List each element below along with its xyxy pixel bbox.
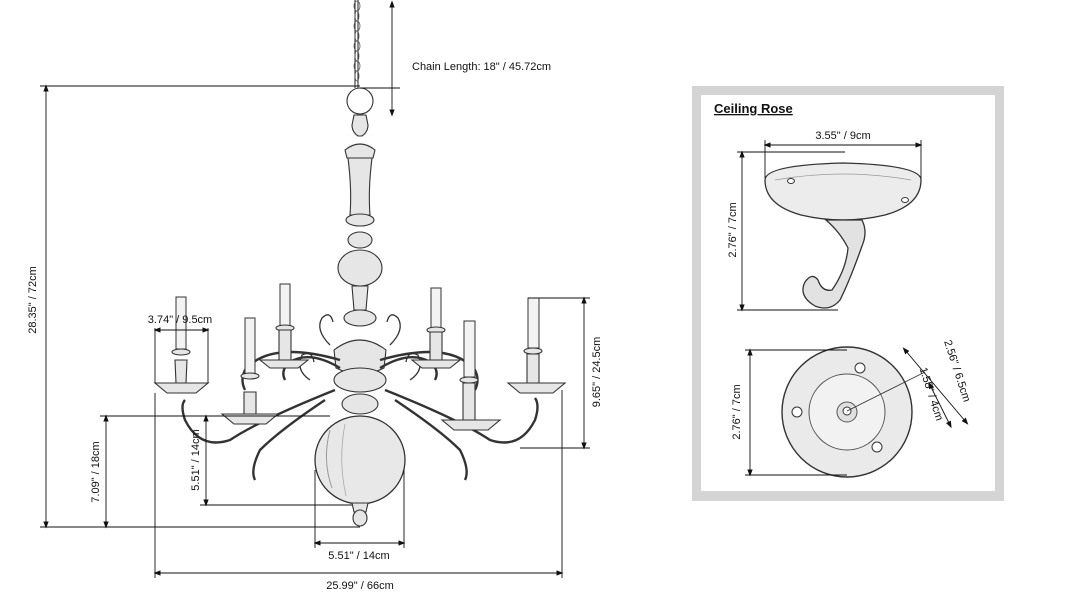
chain-length-label: Chain Length: 18" / 45.72cm <box>412 61 551 73</box>
chain <box>346 0 374 115</box>
arm-height-label: 9.65" / 24.5cm <box>591 337 603 408</box>
chandelier-illustration <box>153 0 567 527</box>
ball-height-label: 5.51" / 14cm <box>190 429 202 490</box>
plate-diameter-label: 2.76" / 7cm <box>731 384 743 439</box>
rose-height-label: 2.76" / 7cm <box>727 202 739 257</box>
stem <box>333 114 387 415</box>
ball-width-label: 5.51" / 14cm <box>328 550 389 562</box>
ceiling-rose-panel: Ceiling Rose <box>692 86 1004 501</box>
ceiling-rose-dimension-lines <box>737 140 969 477</box>
ball-finial <box>314 415 406 527</box>
ceiling-rose-top-view <box>781 346 926 478</box>
candle-cup-label: 3.74" / 9.5cm <box>148 314 212 326</box>
ceiling-rose-side-view <box>764 162 922 309</box>
lower-height-label: 7.09" / 18cm <box>90 441 102 502</box>
chandelier-dimension-lines <box>40 0 590 578</box>
total-height-label: 28.35" / 72cm <box>27 266 39 334</box>
chandelier-labels: Chain Length: 18" / 45.72cm 28.35" / 72c… <box>27 61 603 592</box>
ceiling-rose-title: Ceiling Rose <box>714 101 793 116</box>
candle-holders <box>153 283 567 431</box>
rose-width-label: 3.55" / 9cm <box>815 130 870 142</box>
center-hole-arrow <box>928 381 952 429</box>
total-width-label: 25.99" / 66cm <box>326 580 394 592</box>
